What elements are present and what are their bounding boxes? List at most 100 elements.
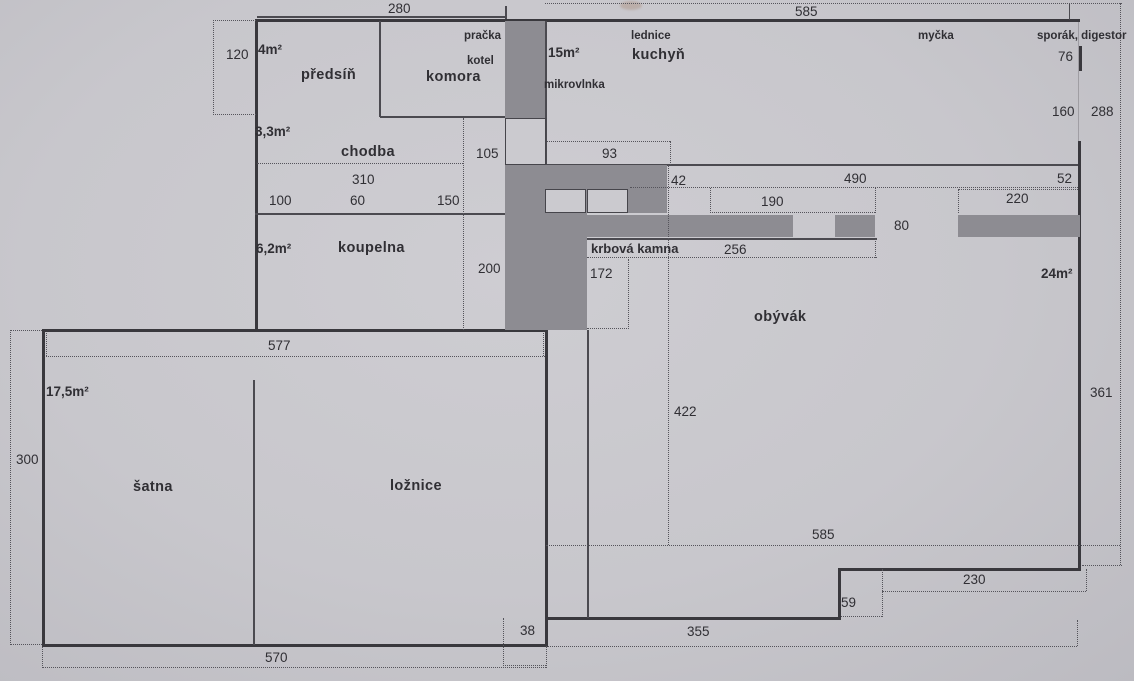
dim-line-280 — [257, 16, 505, 18]
room-label-komora: komora — [426, 69, 481, 85]
dim-tick-38 — [503, 665, 546, 666]
dim-label-93: 93 — [602, 146, 618, 161]
kamna-outline-right — [628, 259, 629, 329]
appliance-label-mycka: myčka — [918, 30, 954, 42]
dim-line-59 — [841, 616, 882, 617]
gray-wall-chodba-kitchen — [505, 165, 667, 213]
dim-label-80: 80 — [894, 218, 910, 233]
dim-label-355: 355 — [687, 624, 710, 639]
wall-right-upper-faint — [1078, 22, 1079, 142]
wall-bottom-left — [42, 644, 548, 647]
niche-outline-120 — [213, 20, 256, 115]
dim-tick-230-left — [882, 569, 883, 617]
dim-tick-220 — [958, 189, 959, 213]
dim-label-585-top: 585 — [795, 4, 818, 19]
dim-line-105-200 — [463, 118, 464, 330]
area-label-kuchyn: 15m² — [548, 45, 580, 60]
dim-tick-280 — [505, 6, 507, 19]
dim-line-570 — [42, 667, 546, 668]
area-label-koupelna: 6,2m² — [256, 241, 292, 256]
dim-line-38 — [503, 618, 504, 666]
dim-label-60: 60 — [350, 193, 366, 208]
dim-line-585-top — [545, 3, 1122, 4]
dim-label-172: 172 — [590, 266, 613, 281]
dim-label-42: 42 — [671, 173, 687, 188]
dim-label-59: 59 — [841, 595, 857, 610]
wall-living-west — [587, 330, 589, 618]
area-label-satna: 17,5m² — [46, 384, 89, 399]
wall-living-bottom — [839, 568, 1081, 571]
dim-tick-570-left — [42, 647, 43, 668]
dim-label-76: 76 — [1058, 49, 1074, 64]
dim-tick-top-right — [1069, 4, 1070, 20]
line-kitchen-counter — [505, 164, 1078, 166]
room-label-satna: šatna — [133, 479, 173, 495]
dim-label-256: 256 — [724, 242, 747, 257]
appliance-label-krbova-kamna: krbová kamna — [591, 241, 679, 256]
wall-bottom-middle — [545, 617, 841, 620]
wall-left-upper — [255, 19, 258, 332]
wall-top — [255, 19, 1080, 22]
dim-label-577: 577 — [268, 338, 291, 353]
dim-label-288: 288 — [1091, 104, 1114, 119]
wall-satna-loznice-divider — [253, 380, 255, 645]
dim-line-422 — [668, 165, 669, 545]
photo-smudge — [620, 1, 642, 10]
room-label-obyvak: obývák — [754, 309, 807, 325]
dim-tick-577-left — [46, 333, 47, 356]
dim-label-190: 190 — [761, 194, 784, 209]
dim-label-230: 230 — [963, 572, 986, 587]
dim-label-422: 422 — [674, 404, 697, 419]
wall-tick-76 — [1079, 46, 1082, 71]
dim-tick-300-bottom — [10, 644, 42, 645]
wall-komora-south — [380, 116, 507, 118]
dim-line-585-bottom — [546, 545, 1120, 546]
appliance-label-mikrovlnka: mikrovlnka — [544, 79, 605, 91]
kamna-outline-bottom — [587, 328, 629, 329]
appliance-label-lednice: lednice — [631, 30, 671, 42]
dim-line-300 — [10, 330, 11, 645]
dim-tick-230-right — [1086, 569, 1087, 591]
wall-kitchen-west — [545, 21, 547, 190]
area-label-chodba: 3,3m² — [255, 124, 291, 139]
dim-label-570: 570 — [265, 650, 288, 665]
wall-chodba-koupelna — [255, 213, 507, 215]
dim-label-52: 52 — [1057, 171, 1073, 186]
dim-line-93 — [547, 141, 670, 142]
line-kamna-top — [587, 238, 877, 240]
dim-line-355 — [546, 646, 1077, 647]
dim-label-105: 105 — [476, 146, 499, 161]
dim-line-230 — [882, 591, 1086, 592]
white-cell-door-2 — [587, 189, 628, 213]
dim-tick-300-top — [10, 330, 42, 331]
white-cell-door-1 — [545, 189, 586, 213]
appliance-label-sporak-digestor: sporák, digestor — [1037, 30, 1127, 42]
dim-tick-93 — [670, 141, 671, 165]
dim-label-150: 150 — [437, 193, 460, 208]
dim-label-361: 361 — [1090, 385, 1113, 400]
dim-tick-577-right — [543, 333, 544, 356]
dim-label-490: 490 — [844, 171, 867, 186]
appliance-label-kotel: kotel — [467, 55, 494, 67]
dim-label-120: 120 — [226, 47, 249, 62]
room-label-loznice: ložnice — [390, 478, 442, 494]
dim-tick-256 — [875, 239, 876, 258]
wall-right — [1078, 141, 1081, 571]
dim-tick-355 — [1077, 620, 1078, 646]
dim-label-585-bottom: 585 — [812, 527, 835, 542]
room-label-chodba: chodba — [341, 144, 395, 160]
dim-label-300: 300 — [16, 452, 39, 467]
room-label-koupelna: koupelna — [338, 240, 405, 256]
area-label-predsin: 4m² — [258, 42, 283, 57]
dim-label-220: 220 — [1006, 191, 1029, 206]
dim-line-256 — [587, 257, 877, 258]
wall-bedroom-east — [545, 330, 548, 647]
wall-left-outer — [42, 330, 45, 647]
dim-label-38: 38 — [520, 623, 536, 638]
dim-line-chodba — [257, 163, 463, 164]
appliance-label-pracka: pračka — [464, 30, 502, 42]
wall-step-vertical — [838, 568, 841, 620]
dim-line-right — [1120, 3, 1121, 565]
dim-line-right-bottom — [1082, 565, 1122, 566]
dim-label-280: 280 — [388, 1, 411, 16]
